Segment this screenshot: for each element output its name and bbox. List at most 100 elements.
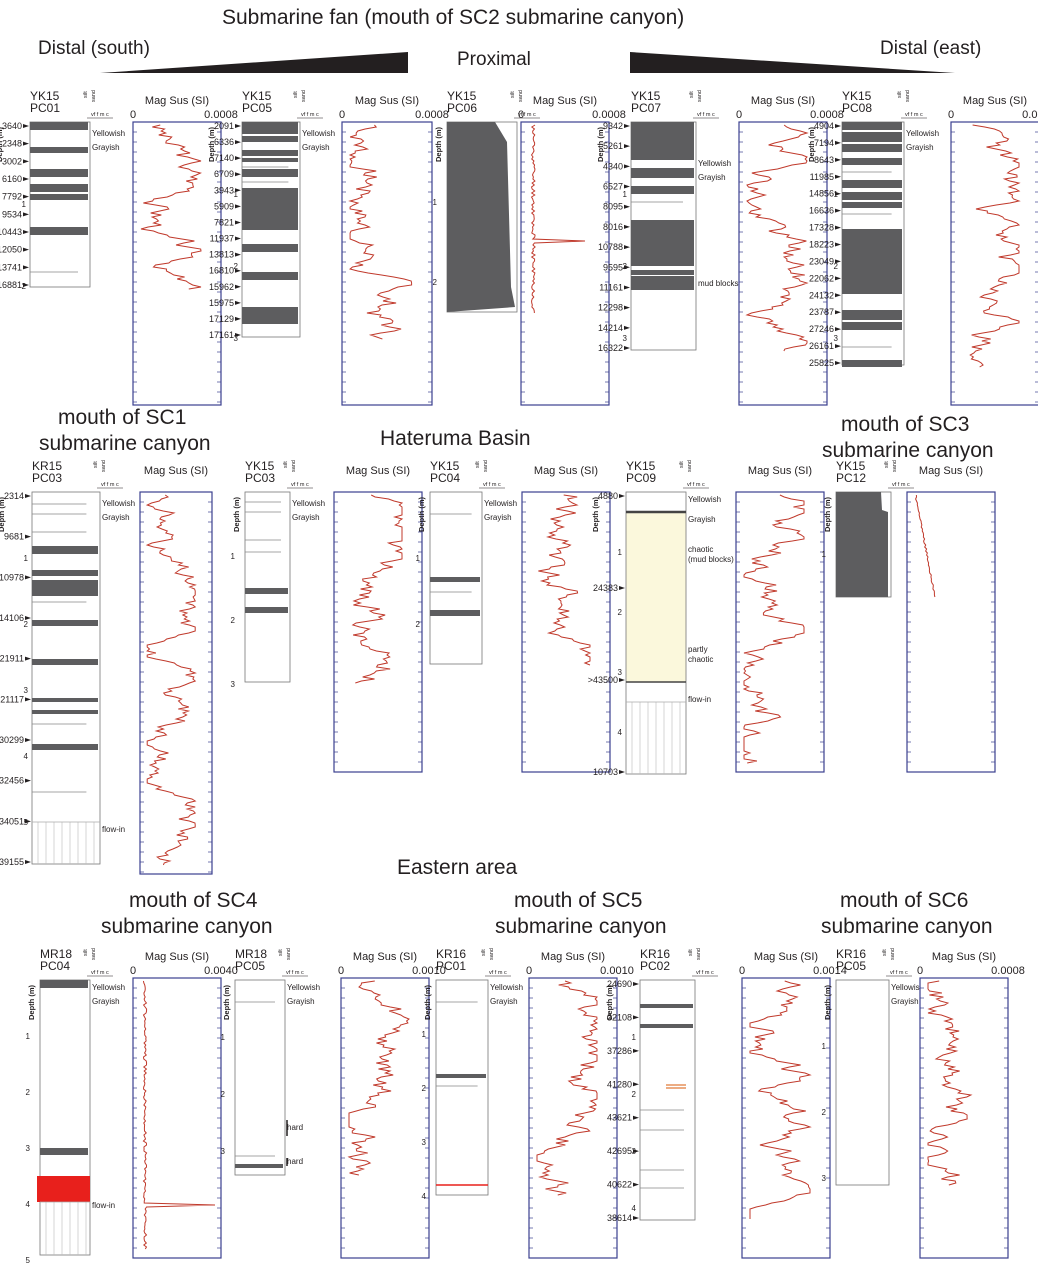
sand-layer [242,307,298,324]
thin-layers [842,171,892,348]
depth-tick-label: 1 [422,1030,427,1039]
facies-note: Yellowish [292,499,325,508]
grain-silt-label: silt [475,461,481,468]
age-label: 15975 [209,298,234,308]
core-number: PC06 [447,101,477,115]
thin-layers [430,513,472,593]
grain-silt-label: silt [510,91,516,98]
depth-ticks: 123 [822,1042,827,1183]
age-marker-arrow [25,860,31,864]
massive-sand-unit [447,122,515,312]
sand-layers [631,122,694,290]
mag-sus-title: Mag Sus (SI) [754,951,818,963]
mag-sus-curve [745,124,809,352]
core-column [244,491,291,683]
mag-sus-title: Mag Sus (SI) [353,951,417,963]
mag-sus-plot-frame [340,977,430,1259]
facies-note: flow-in [688,695,711,704]
thin-layers [245,501,281,553]
mag-sus-min-label: 0 [130,965,136,977]
mag-sus-curve [536,980,599,1196]
facies-note: Grayish [92,997,120,1006]
mag-sus-ticks [951,131,1038,403]
age-label: 21911 [0,654,24,664]
mag-sus-plot-frame [132,977,222,1259]
core-id: MR18 [235,947,267,961]
mag-sus-title: Mag Sus (SI) [919,465,983,477]
age-marker-arrow [25,778,31,783]
flow-in-interval [32,821,100,864]
depth-tick-label: 1 [632,1033,637,1042]
age-marker-arrow [624,204,630,209]
age-label: 6709 [214,169,234,179]
core-column [234,979,286,1176]
facies-note: Yellowish [92,983,125,992]
age-label: 5261 [603,141,623,151]
age-marker-arrow [235,236,241,241]
age-label: 24383 [593,583,618,593]
depth-tick-label: 2 [834,262,839,271]
core-column [39,979,91,1256]
age-marker-arrow [624,144,630,149]
facies-note: partly [688,645,708,654]
age-marker-arrow [25,738,31,742]
depth-tick-label: 2 [221,1090,226,1099]
depth-tick-label: 1 [26,1032,31,1041]
grain-sand-label: sand [518,90,524,102]
age-marker-arrow [25,534,31,539]
age-label: 18223 [809,240,834,250]
depth-axis-label: Depth (m) [423,985,432,1020]
sand-layer [631,276,694,290]
label-distal-south: Distal (south) [38,38,150,59]
age-label: 37286 [607,1046,632,1056]
grain-silt-label: silt [278,949,284,956]
mag-sus-curve [538,494,592,666]
core-number: PC03 [32,471,62,485]
age-label: 6527 [603,182,623,192]
thin-layers [640,1109,684,1189]
depth-tick-label: 4 [632,1204,637,1213]
mag-sus-plot-frame [738,121,828,406]
mag-sus-ticks [522,501,610,763]
facies-note: Grayish [287,997,315,1006]
age-marker-arrow [624,285,630,290]
mag-sus-ticks [133,131,221,403]
mag-sus-max-label: 0.0010 [600,965,634,977]
sand-layer [436,1074,486,1078]
facies-note: flow-in [92,1201,115,1210]
age-marker-arrow [624,346,630,350]
sand-layer [430,610,480,616]
age-label: 13813 [209,250,234,260]
mag-sus-curve [969,124,1021,368]
depth-tick-label: 1 [618,548,623,557]
depth-tick-label: 1 [623,190,628,199]
wedge-distal-south [100,52,408,73]
age-marker-arrow [624,245,630,250]
sand-layer [842,158,902,165]
age-label: 9681 [4,532,24,542]
age-label: 42695 [607,1146,632,1156]
age-marker-arrow [25,616,31,620]
mag-sus-max-label: 0.0008 [415,109,449,121]
age-labels: 3640234830026160779295341044312050137411… [0,121,29,290]
facies-note: Yellowish [891,983,924,992]
mag-sus-title: Mag Sus (SI) [533,95,597,107]
sand-layer [32,620,98,626]
mag-sus-max-label: 0.0008 [810,109,844,121]
grain-sand-label: sand [301,90,307,102]
mag-sus-plot-frame [919,977,1009,1259]
age-labels: 2091633671406709394359097821119371381316… [209,121,241,340]
mag-sus-plot-frame [139,491,213,875]
